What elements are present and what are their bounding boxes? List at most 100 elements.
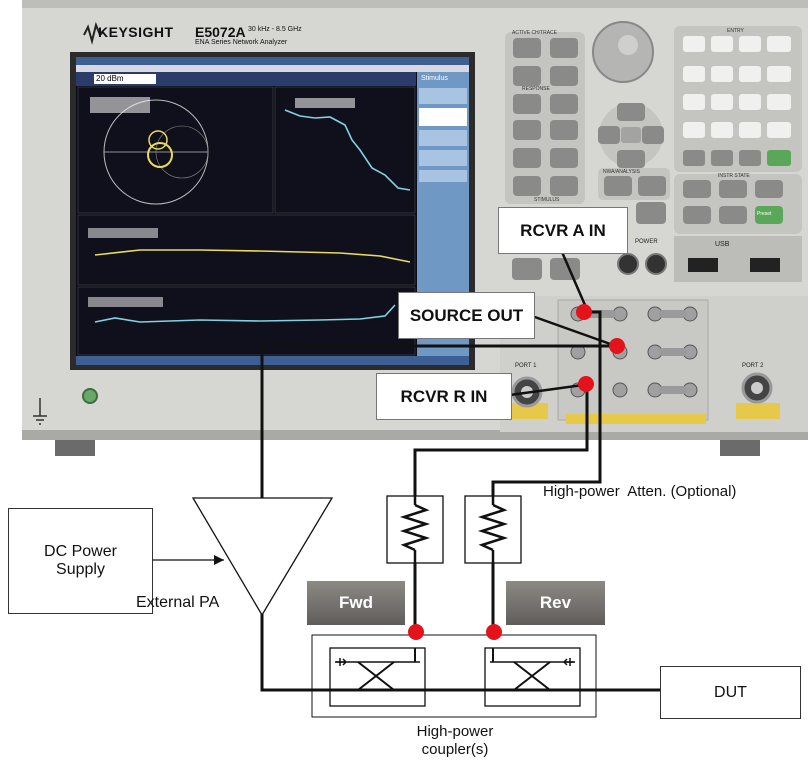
save-recall-button[interactable] bbox=[683, 206, 711, 224]
macro-break-button[interactable] bbox=[755, 180, 783, 198]
del-button[interactable] bbox=[739, 150, 761, 166]
rcvr-a-callout: RCVR A IN bbox=[498, 207, 628, 254]
softkey-span[interactable] bbox=[419, 150, 467, 166]
screen-title-bar bbox=[76, 57, 469, 65]
standby-indicator-icon bbox=[82, 388, 98, 404]
coupler-label: High-power coupler(s) bbox=[416, 723, 494, 758]
usb-port-right[interactable] bbox=[750, 258, 780, 272]
rcvr-a-cable bbox=[491, 310, 602, 496]
softkey-center[interactable] bbox=[419, 130, 467, 146]
phase-pane bbox=[77, 286, 416, 356]
trace-prev-button[interactable] bbox=[550, 66, 578, 86]
dut-label: DUT bbox=[714, 683, 747, 701]
usb-port-left[interactable] bbox=[688, 258, 718, 272]
channel-max-button[interactable] bbox=[513, 94, 541, 114]
standby-button[interactable] bbox=[645, 253, 667, 275]
analysis-button[interactable] bbox=[636, 202, 666, 224]
connection-dots bbox=[408, 304, 625, 640]
power-button[interactable] bbox=[617, 253, 639, 275]
rcvr-r-dot bbox=[578, 376, 594, 392]
key-5[interactable] bbox=[711, 66, 733, 82]
fwd-coupler-cross-icon bbox=[357, 661, 395, 691]
preset-button[interactable] bbox=[755, 206, 783, 224]
channel-prev-button[interactable] bbox=[550, 38, 578, 58]
marker-button[interactable] bbox=[604, 176, 632, 196]
key-x1[interactable] bbox=[767, 122, 791, 138]
model-subtitle: ENA Series Network Analyzer bbox=[195, 39, 288, 46]
port1-label-plate bbox=[508, 403, 548, 419]
rev-termination-icon bbox=[562, 658, 574, 666]
marker-search-button[interactable] bbox=[638, 176, 666, 196]
screen-entry-bar bbox=[76, 72, 416, 86]
rev-attenuator bbox=[464, 495, 522, 564]
key-g-n[interactable] bbox=[767, 36, 791, 52]
backspace-button[interactable] bbox=[711, 150, 733, 166]
system-button[interactable] bbox=[719, 206, 747, 224]
instr-state-buttons bbox=[674, 174, 802, 234]
active-trace-buttons bbox=[505, 32, 585, 204]
avg-button[interactable] bbox=[513, 176, 541, 196]
help-button[interactable] bbox=[767, 150, 791, 166]
stop-entry-field[interactable] bbox=[94, 74, 156, 84]
nav-down-button[interactable] bbox=[617, 150, 645, 168]
nav-left-button[interactable] bbox=[598, 126, 620, 144]
channel-next-button[interactable] bbox=[513, 38, 541, 58]
rotary-knob-highlight bbox=[618, 35, 638, 55]
key-plus-minus[interactable] bbox=[739, 122, 761, 138]
entry-keypad bbox=[674, 26, 802, 172]
sweep-setup-button[interactable] bbox=[512, 258, 542, 280]
fwd-termination-icon bbox=[336, 658, 348, 666]
analyzer-bottom-edge bbox=[22, 430, 808, 440]
nav-right-button[interactable] bbox=[642, 126, 664, 144]
nav-up-button[interactable] bbox=[617, 103, 645, 121]
rcvr-r-callout: RCVR R IN bbox=[376, 373, 512, 420]
fwd-resistor-icon bbox=[399, 503, 431, 552]
key-8[interactable] bbox=[711, 36, 733, 52]
trace-next-button[interactable] bbox=[513, 66, 541, 86]
key-3[interactable] bbox=[739, 94, 761, 110]
key-0[interactable] bbox=[683, 122, 705, 138]
scale-button[interactable] bbox=[513, 148, 541, 168]
key-k-m[interactable] bbox=[767, 94, 791, 110]
key-4[interactable] bbox=[683, 66, 705, 82]
format-button[interactable] bbox=[550, 120, 578, 140]
port2-connector-center bbox=[751, 382, 763, 394]
external-pa-label: External PA bbox=[136, 594, 220, 611]
rev-coupler-dot bbox=[486, 624, 502, 640]
softkey-start[interactable] bbox=[419, 88, 467, 104]
nav-enter-button[interactable] bbox=[621, 127, 641, 143]
screen-status-bar bbox=[76, 356, 469, 365]
rcvr-r-pointer bbox=[509, 383, 584, 397]
softkey-return[interactable] bbox=[419, 170, 467, 182]
display-button[interactable] bbox=[550, 148, 578, 168]
key-9[interactable] bbox=[739, 36, 761, 52]
trace-max-button[interactable] bbox=[550, 94, 578, 114]
key-1[interactable] bbox=[683, 94, 705, 110]
key-2[interactable] bbox=[711, 94, 733, 110]
stimulus-group-label: STIMULUS bbox=[534, 197, 560, 203]
preset-label: Preset bbox=[757, 211, 772, 217]
rev-resistor-icon bbox=[477, 503, 509, 552]
softkey-header: Stimulus bbox=[421, 75, 448, 82]
macro-setup-button[interactable] bbox=[683, 180, 711, 198]
softkey-stop[interactable] bbox=[419, 108, 467, 126]
nwa-analysis-group-label: NWA/ANALYSIS bbox=[603, 169, 640, 175]
entry-off-button[interactable] bbox=[683, 150, 705, 166]
key-7[interactable] bbox=[683, 36, 705, 52]
model-number: E5072A bbox=[195, 24, 246, 40]
meas-button[interactable] bbox=[513, 120, 541, 140]
rcvr-r-cable bbox=[413, 384, 589, 496]
warning-strip bbox=[566, 414, 706, 424]
key-dot[interactable] bbox=[711, 122, 733, 138]
key-6[interactable] bbox=[739, 66, 761, 82]
attenuator-label: High-power Atten. (Optional) bbox=[543, 483, 737, 500]
jumper-connectors bbox=[570, 306, 698, 398]
cal-button[interactable] bbox=[550, 176, 578, 196]
log-mag-pane bbox=[274, 86, 416, 214]
usb-label: USB bbox=[715, 241, 730, 248]
model-spec: 30 kHz - 8.5 GHz bbox=[248, 26, 302, 33]
smith-chart-pane bbox=[77, 86, 274, 214]
macro-run-button[interactable] bbox=[719, 180, 747, 198]
fwd-coupler-dot bbox=[408, 624, 424, 640]
key-m-u[interactable] bbox=[767, 66, 791, 82]
